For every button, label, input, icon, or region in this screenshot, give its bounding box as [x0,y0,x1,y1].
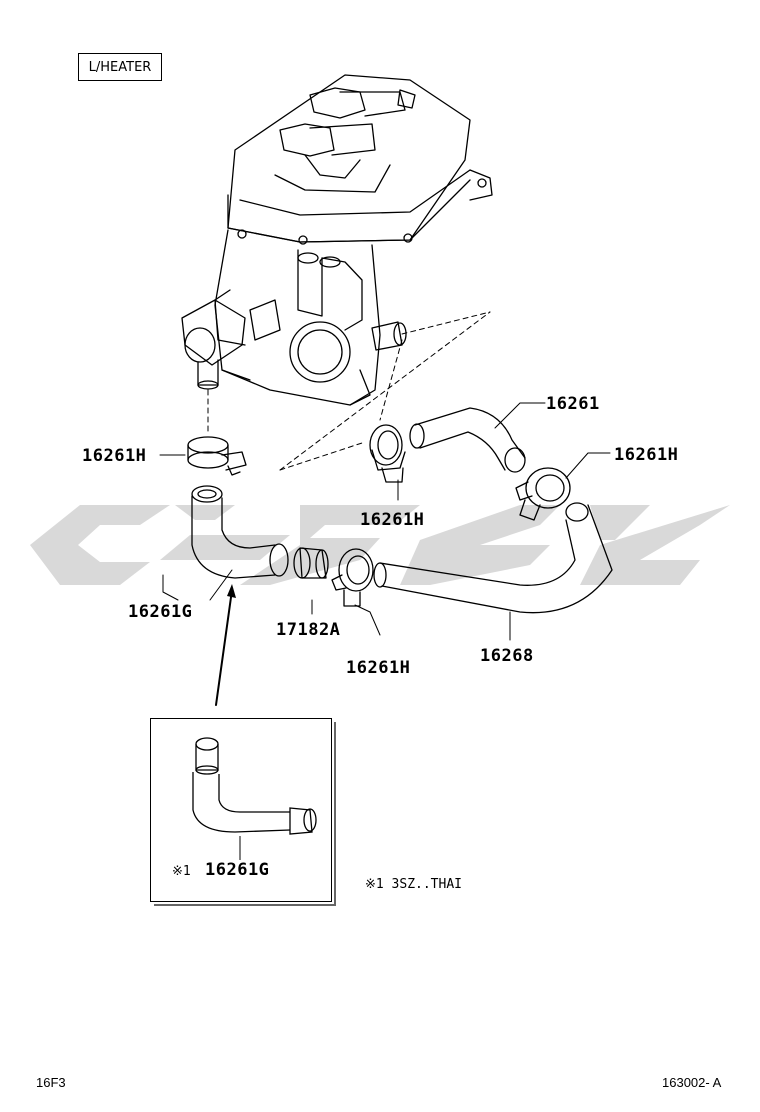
engine-fitting-left [181,299,246,390]
footnote: ※1 3SZ..THAI [365,877,462,892]
inset-marker: ※1 [172,864,191,879]
label-union-17182a[interactable]: 17182A [276,620,341,640]
hose-16268 [373,502,613,614]
label-hose-16261[interactable]: 16261 [546,394,600,414]
clamp-left [187,436,247,476]
watermark-logo [30,505,730,585]
label-clamp-upper-left[interactable]: 16261H [360,510,425,530]
engine-block [214,229,381,406]
footer-right-code: 163002- A [662,1075,722,1090]
clamp-upper-left [369,424,406,483]
variant-box: L/HEATER [78,53,162,81]
callout-lines [159,402,611,641]
inset-shadow [154,722,336,906]
inset-pointer-arrow [215,589,233,706]
label-clamp-left[interactable]: 16261H [82,446,147,466]
engine-fitting-right [371,321,407,351]
inset-box [150,718,332,902]
clamp-upper-right [515,467,571,521]
union-17182a [293,547,329,579]
label-clamp-upper-right[interactable]: 16261H [614,445,679,465]
label-inset-16261g[interactable]: 16261G [205,860,270,880]
hose-16261g [191,485,289,579]
arrow-head-icon [227,584,236,598]
label-hose-16268[interactable]: 16268 [480,646,534,666]
engine-head-cover [227,74,493,245]
inset-hose-16261g [192,737,317,860]
clamp-middle [331,548,374,607]
assembly-leaders [207,311,491,471]
hose-16261 [409,407,526,473]
label-hose-16261g[interactable]: 16261G [128,602,193,622]
footer-left-code: 16F3 [36,1075,66,1090]
label-clamp-middle[interactable]: 16261H [346,658,411,678]
